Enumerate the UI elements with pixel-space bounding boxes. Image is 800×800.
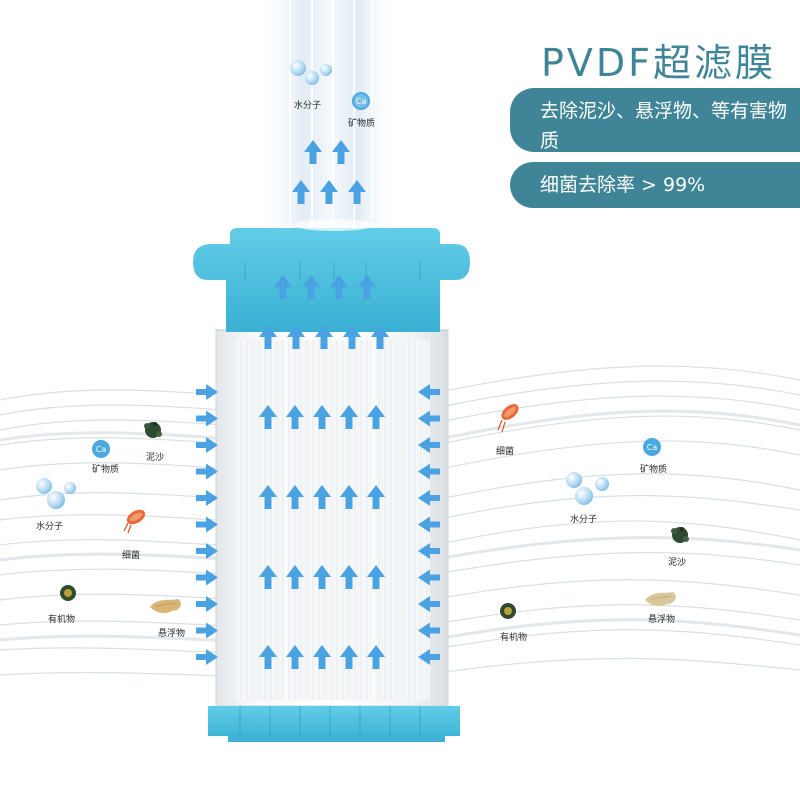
flow-arrow-left <box>418 596 440 612</box>
flow-arrow-up <box>367 565 385 589</box>
flow-arrow-right <box>196 569 218 586</box>
flow-arrow-right <box>196 649 218 665</box>
water-bubbles-icon <box>290 60 332 85</box>
flow-arrow-up <box>313 565 331 589</box>
water-bubbles-icon <box>566 472 609 505</box>
flow-arrow-left <box>418 490 440 506</box>
label-sand-right: 泥沙 <box>668 558 687 568</box>
page-title: PVDF超滤膜 <box>540 41 776 85</box>
bacteria-icon <box>123 509 146 534</box>
flow-arrow-left <box>418 543 440 559</box>
flow-arrow-up <box>313 405 331 429</box>
label-water-left: 水分子 <box>36 522 64 532</box>
flow-arrow-up <box>367 405 385 429</box>
flow-arrow-right <box>196 543 218 559</box>
flow-arrow-up <box>287 325 305 349</box>
outlet-arrow-up <box>320 180 338 204</box>
label-suspended-right: 悬浮物 <box>648 615 676 625</box>
flow-arrow-right <box>196 596 218 612</box>
flow-arrow-up <box>313 485 331 509</box>
flow-arrow-up <box>340 405 358 429</box>
flow-arrow-left <box>418 410 440 427</box>
ca-bubble-icon: Ca <box>643 438 661 456</box>
filter-cartridge <box>193 219 470 742</box>
flow-arrow-up <box>259 485 277 509</box>
outlet-arrow-up <box>348 180 366 204</box>
feature-pill-impurities: 去除泥沙、悬浮物、等有害物质 <box>510 88 800 152</box>
sand-cluster-icon <box>671 527 689 543</box>
flow-arrow-up <box>371 325 389 349</box>
flow-arrow-left <box>418 569 440 586</box>
flow-arrow-up <box>330 275 348 299</box>
flow-arrow-up <box>367 485 385 509</box>
organic-matter-icon <box>500 603 516 619</box>
flow-arrow-right <box>196 490 218 506</box>
label-organic-left: 有机物 <box>48 615 76 625</box>
flow-arrow-up <box>340 645 358 669</box>
flow-arrow-up <box>259 405 277 429</box>
flow-arrow-up <box>259 645 277 669</box>
flow-arrow-up <box>286 565 304 589</box>
label-mineral-left: 矿物质 <box>92 465 120 475</box>
flow-arrow-left <box>418 437 440 453</box>
water-bubbles-icon <box>36 478 76 509</box>
flow-arrow-left <box>418 463 440 480</box>
label-bacteria-left: 细菌 <box>122 551 141 561</box>
outlet-arrow-up <box>332 140 350 164</box>
svg-text:Ca: Ca <box>356 97 367 106</box>
flow-arrow-right <box>196 463 218 480</box>
flow-arrow-up <box>340 485 358 509</box>
flow-arrow-right <box>196 384 218 400</box>
suspended-matter-icon <box>150 599 181 614</box>
suspended-matter-icon <box>645 592 676 607</box>
label-sand-left: 泥沙 <box>146 453 165 463</box>
flow-arrow-up <box>274 275 292 299</box>
flow-arrow-up <box>302 275 320 299</box>
flow-arrow-left <box>418 384 440 400</box>
flow-arrow-up <box>340 565 358 589</box>
flow-arrow-up <box>259 325 277 349</box>
ca-bubble-icon: Ca <box>352 92 370 110</box>
flow-arrow-right <box>196 410 218 427</box>
svg-text:Ca: Ca <box>96 445 107 454</box>
flow-arrow-left <box>418 622 440 639</box>
flow-arrow-up <box>343 325 361 349</box>
flow-waves <box>0 365 800 679</box>
label-bacteria-right: 细菌 <box>496 447 515 457</box>
flow-arrow-up <box>286 645 304 669</box>
flow-arrow-up <box>259 565 277 589</box>
bottom-cap <box>208 706 460 742</box>
label-water-top: 水分子 <box>294 101 322 111</box>
outlet-arrow-up <box>292 180 310 204</box>
flow-arrow-up <box>286 485 304 509</box>
flow-arrow-up <box>313 645 331 669</box>
flow-arrow-left <box>418 516 440 533</box>
flow-arrow-right <box>196 437 218 453</box>
label-organic-right: 有机物 <box>500 633 528 643</box>
label-suspended-left: 悬浮物 <box>158 629 186 639</box>
label-water-right: 水分子 <box>570 515 598 525</box>
flow-arrow-up <box>358 275 376 299</box>
label-mineral-right: 矿物质 <box>640 465 668 475</box>
feature-pill-bacteria-removal: 细菌去除率 > 99% <box>510 162 800 208</box>
bacteria-icon <box>497 404 519 433</box>
flow-arrow-right <box>196 516 218 533</box>
top-cap <box>193 228 470 332</box>
label-mineral-top: 矿物质 <box>348 119 376 129</box>
outlet-arrow-up <box>304 140 322 164</box>
flow-arrow-up <box>367 645 385 669</box>
flow-arrows <box>196 140 440 669</box>
svg-text:Ca: Ca <box>647 443 658 452</box>
sand-cluster-icon <box>144 422 162 438</box>
flow-arrow-up <box>315 325 333 349</box>
flow-arrow-left <box>418 649 440 665</box>
flow-arrow-up <box>286 405 304 429</box>
flow-arrow-right <box>196 622 218 639</box>
ca-bubble-icon: Ca <box>92 440 110 458</box>
organic-matter-icon <box>60 585 76 601</box>
